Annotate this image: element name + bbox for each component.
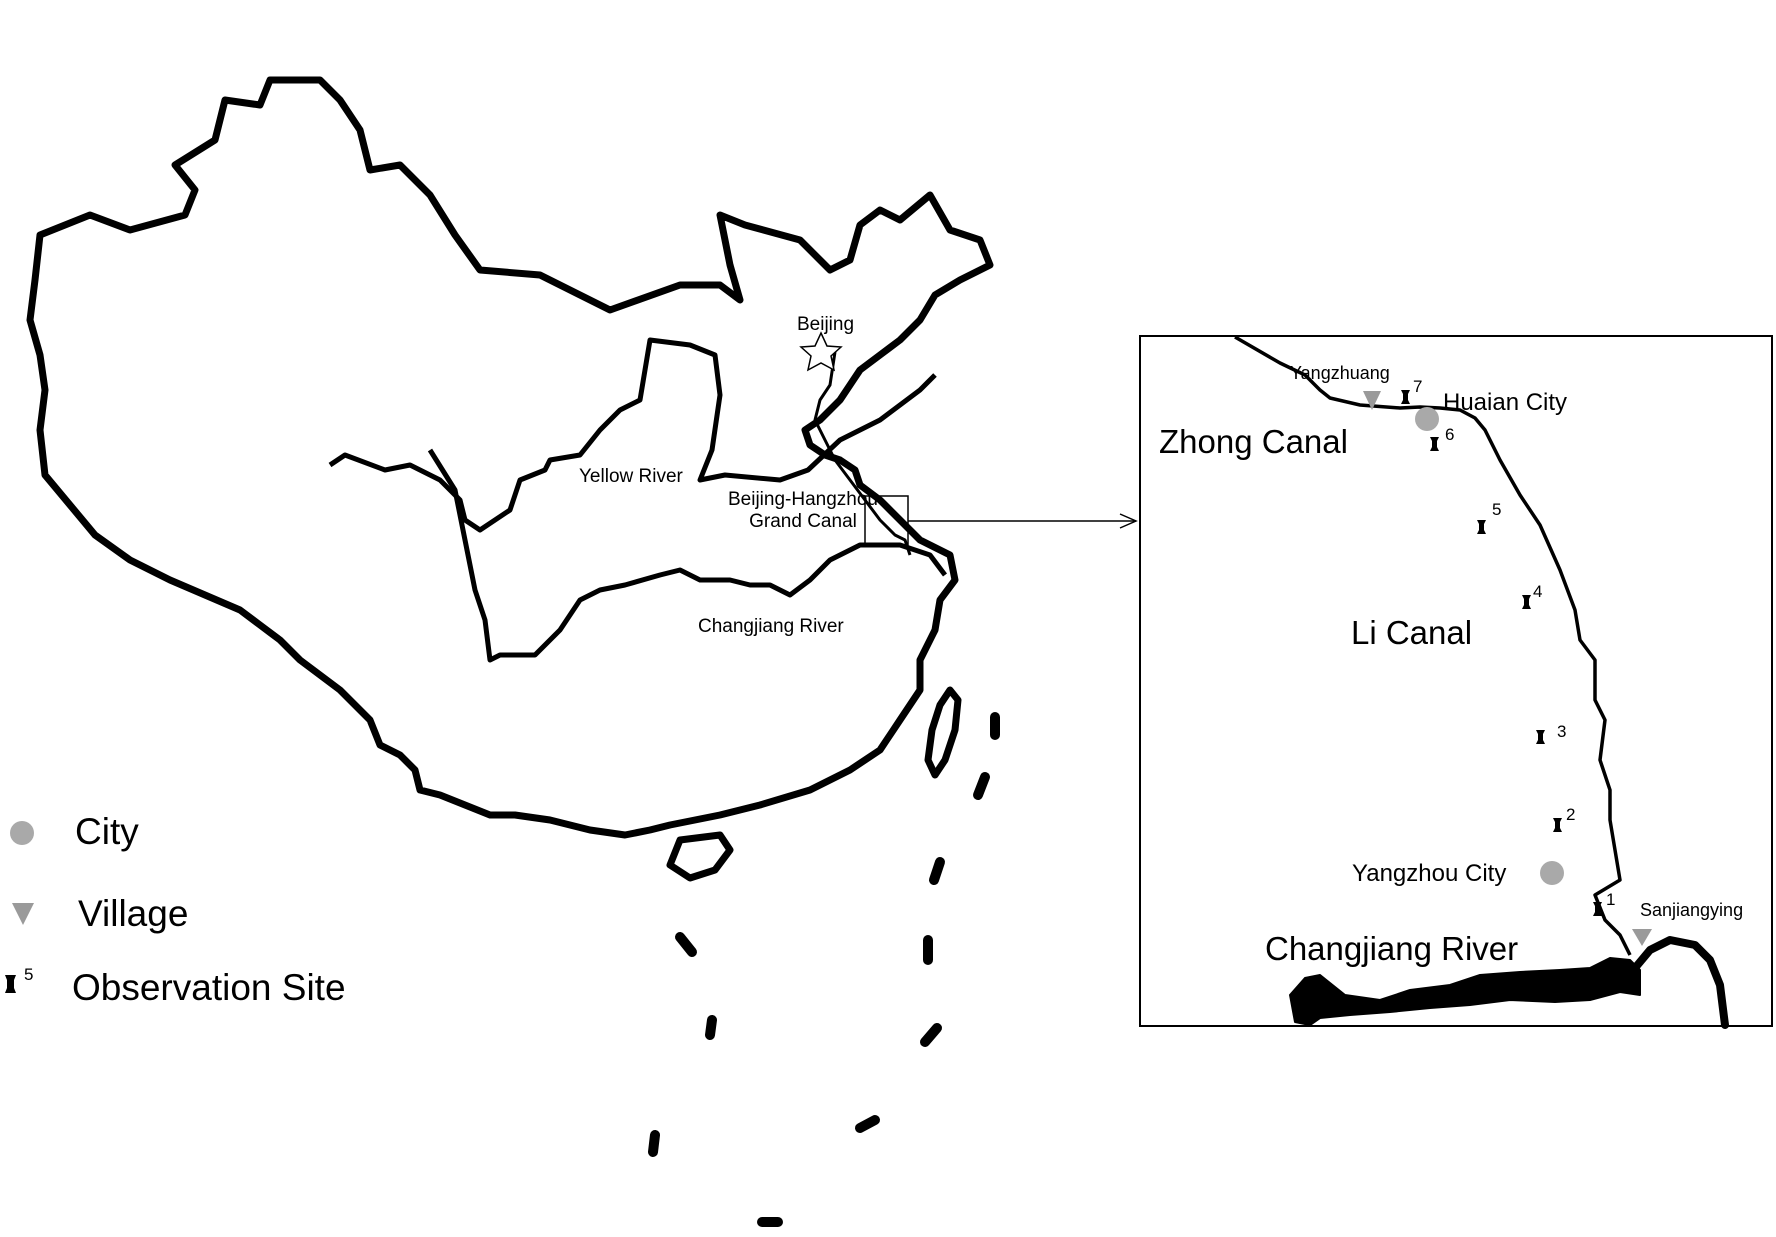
beijing-star-icon bbox=[799, 331, 843, 372]
grand-canal-label-line2: Grand Canal bbox=[749, 511, 857, 532]
huaian-city-icon bbox=[1415, 407, 1439, 431]
yangzhou-city-icon bbox=[1540, 861, 1564, 885]
grand-canal-label-line1: Beijing-Hangzhou bbox=[728, 489, 878, 510]
china-outline bbox=[26, 76, 994, 839]
site-1-pin-icon bbox=[1593, 902, 1602, 916]
changjiang-river-label: Changjiang River bbox=[698, 616, 844, 637]
sanjiangying-label: Sanjiangying bbox=[1640, 900, 1744, 920]
inset-changjiang-river-label: Changjiang River bbox=[1265, 930, 1519, 967]
beijing-label: Beijing bbox=[797, 314, 855, 335]
grand-canal bbox=[813, 351, 912, 556]
legend-city-label: City bbox=[75, 811, 139, 852]
yangzhuang-village-icon bbox=[1363, 391, 1381, 410]
site-number-5: 5 bbox=[1492, 500, 1502, 519]
locator-arrowhead-icon bbox=[1119, 513, 1138, 529]
site-3-pin-icon bbox=[1536, 730, 1545, 744]
inset-river-east-branch bbox=[1631, 936, 1729, 1029]
site-2-pin-icon bbox=[1553, 818, 1562, 832]
inset-changjiang-river bbox=[1289, 957, 1641, 1026]
site-number-6: 6 bbox=[1445, 425, 1455, 444]
site-7-pin-icon bbox=[1401, 390, 1410, 404]
site-number-4: 4 bbox=[1533, 582, 1543, 601]
south-sea-dashes bbox=[648, 712, 1000, 1227]
observation-site-pins bbox=[1401, 390, 1602, 916]
grand-canal-label: Beijing-Hangzhou Grand Canal bbox=[718, 489, 888, 533]
huaian-city-label: Huaian City bbox=[1443, 389, 1568, 416]
legend-village-icon bbox=[12, 903, 34, 925]
legend-observation-site-label: Observation Site bbox=[72, 967, 346, 1008]
zhong-canal-label: Zhong Canal bbox=[1159, 423, 1348, 460]
legend-village-label: Village bbox=[78, 893, 189, 934]
sanjiangying-village-icon bbox=[1632, 929, 1652, 946]
legend-pin-number: 5 bbox=[24, 965, 34, 984]
inset-canal bbox=[1234, 335, 1632, 956]
site-5-pin-icon bbox=[1477, 520, 1486, 534]
inset-frame bbox=[1139, 335, 1773, 1027]
legend-pin-icon bbox=[5, 975, 16, 993]
hainan-island bbox=[666, 831, 734, 882]
li-canal-label: Li Canal bbox=[1351, 614, 1473, 651]
legend-city-icon bbox=[10, 821, 34, 845]
site-4-pin-icon bbox=[1522, 595, 1531, 609]
site-number-1: 1 bbox=[1606, 890, 1616, 909]
yangzhou-city-label: Yangzhou City bbox=[1352, 860, 1507, 887]
yangzhuang-label: Yangzhuang bbox=[1290, 363, 1390, 383]
changjiang-river bbox=[427, 448, 947, 663]
taiwan-island bbox=[924, 686, 962, 779]
yellow-river-label: Yellow River bbox=[579, 466, 683, 487]
site-number-7: 7 bbox=[1413, 377, 1423, 396]
site-number-3: 3 bbox=[1557, 722, 1567, 741]
site-number-2: 2 bbox=[1566, 805, 1576, 824]
site-6-pin-icon bbox=[1430, 437, 1439, 451]
